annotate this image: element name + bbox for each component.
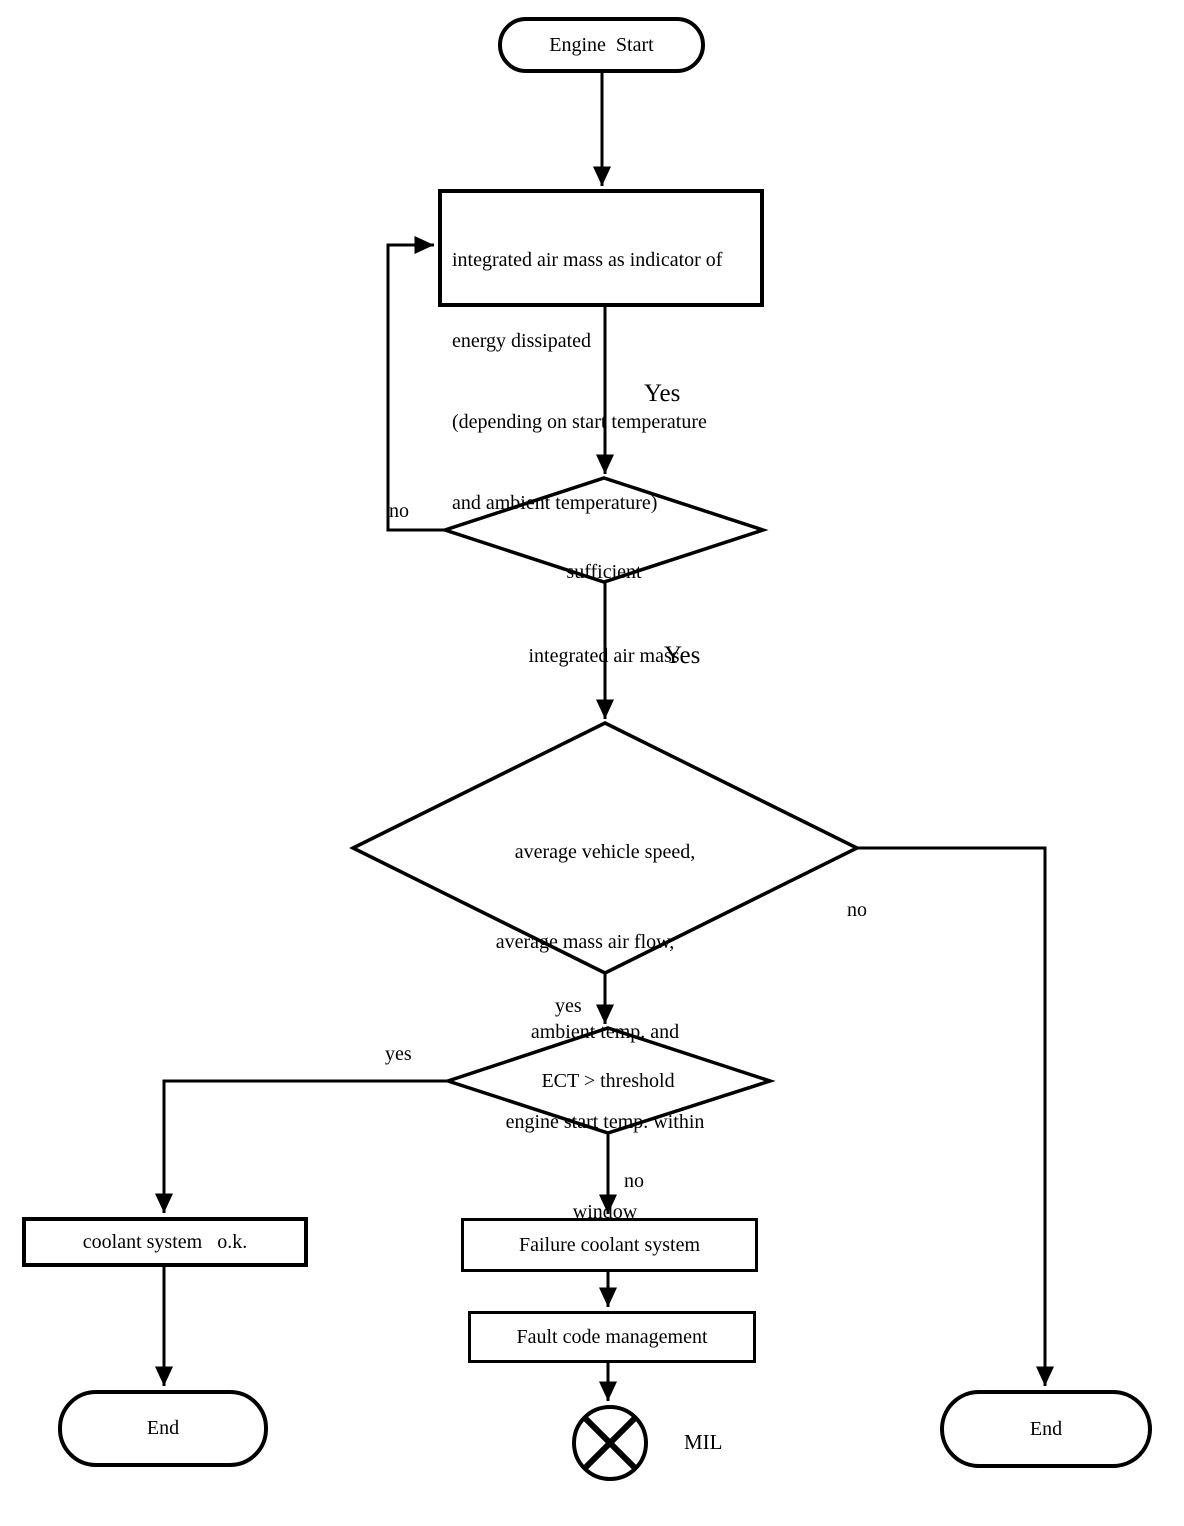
- ect-threshold-decision: [442, 1026, 776, 1135]
- label-yes-to-sufficient: Yes: [644, 380, 681, 407]
- coolant-ok-label: coolant system o.k.: [82, 1230, 248, 1253]
- label-no-loop: no: [389, 500, 409, 522]
- window-check-decision: [349, 721, 861, 975]
- end-terminator-right: End: [940, 1390, 1152, 1468]
- connector-no-loopback: [386, 236, 445, 532]
- fault-code-label: Fault code management: [516, 1325, 708, 1348]
- label-no-right: no: [847, 899, 867, 921]
- failure-coolant-process: Failure coolant system: [461, 1218, 758, 1272]
- end-right-label: End: [1029, 1417, 1063, 1440]
- connector-no-to-end-right: [857, 846, 1054, 1386]
- end-left-label: End: [146, 1417, 180, 1439]
- mil-indicator-icon: [572, 1405, 648, 1481]
- mil-label: MIL: [684, 1430, 723, 1454]
- failure-coolant-label: Failure coolant system: [518, 1233, 701, 1256]
- sufficient-air-mass-text: sufficient integrated air mass: [528, 561, 680, 667]
- connector-yes-to-coolant-ok: [155, 1079, 448, 1213]
- window-check-text: average vehicle speed, average mass air …: [495, 841, 705, 1223]
- integrated-air-mass-process: [438, 189, 764, 307]
- start-terminator: Engine Start: [498, 17, 705, 73]
- integrated-air-mass-text: integrated air mass as indicator of ener…: [452, 249, 723, 514]
- label-yes-left: yes: [385, 1043, 412, 1065]
- sufficient-air-mass-decision: [439, 476, 769, 584]
- fault-code-process: Fault code management: [468, 1311, 756, 1363]
- label-no-down: no: [624, 1170, 644, 1192]
- label-yes-down: yes: [555, 995, 582, 1017]
- label-yes-to-window: Yes: [664, 642, 701, 669]
- start-terminator-label: Engine Start: [549, 33, 654, 56]
- end-terminator-left: End: [58, 1390, 268, 1467]
- ect-threshold-text: ECT > threshold: [541, 1070, 675, 1092]
- coolant-ok-process: coolant system o.k.: [22, 1217, 308, 1267]
